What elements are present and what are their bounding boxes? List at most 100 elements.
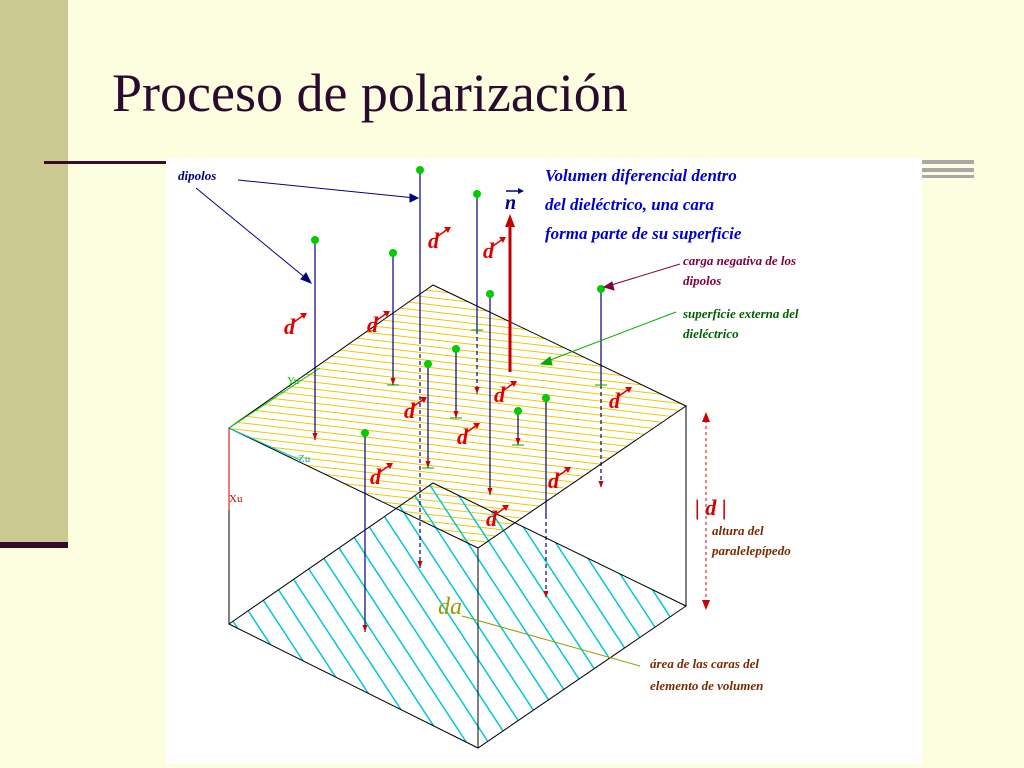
- bottom-hatch-line: [750, 470, 940, 760]
- dipole-moment-symbol: d: [457, 423, 480, 449]
- dipole: [514, 407, 522, 445]
- top-hatch-line: [200, 0, 720, 58]
- dipole-negative-tip: [453, 411, 459, 418]
- polarization-figure-panel: [166, 158, 922, 764]
- height-note-line-1: altura del: [712, 523, 764, 538]
- bottom-hatch-line: [0, 470, 126, 760]
- dipole-symbol-arrowhead: [386, 463, 393, 469]
- dipole-symbol-text: d: [609, 388, 621, 413]
- top-hatch-line: [200, 5, 720, 65]
- dipole-symbol-arrowhead: [420, 397, 427, 403]
- dipole: [424, 360, 432, 468]
- dipole-symbol-text: d: [370, 464, 382, 489]
- dipole: [486, 290, 494, 495]
- area-note-line-2: elemento de volumen: [650, 678, 763, 693]
- top-hatch-line: [200, 96, 720, 156]
- dipole-negative-tip: [487, 488, 493, 495]
- external-surface-note-line-2: dieléctrico: [683, 326, 739, 341]
- dipole-vectors: [311, 166, 607, 632]
- dipole-negative-tip: [417, 561, 423, 568]
- dipole-positive-end: [597, 285, 605, 293]
- top-hatch-line: [229, 382, 686, 444]
- dipole-moment-symbol: d: [486, 505, 509, 531]
- top-hatch-line: [229, 389, 686, 451]
- bottom-hatch-line: [706, 470, 896, 760]
- dipole-symbol-arrowhead: [383, 311, 390, 317]
- top-hatch-line: [200, 61, 720, 121]
- dipole: [542, 394, 550, 598]
- dipole-negative-tip: [390, 378, 396, 385]
- dipole-positive-end: [389, 249, 397, 257]
- dipole-symbol-text: d: [428, 228, 440, 253]
- dipole: [361, 429, 369, 632]
- bottom-hatch-line: [2, 470, 192, 760]
- bottom-hatch-line: [0, 470, 16, 760]
- negative-charge-note-line-2: dipolos: [683, 273, 721, 288]
- y-axis-label: Yu: [287, 375, 300, 387]
- top-hatch-line: [200, 0, 720, 51]
- bottom-hatch-line: [353, 483, 545, 748]
- top-hatch-line: [200, 103, 720, 163]
- top-hatch-line: [200, 0, 720, 44]
- dipole-moment-symbol: d: [404, 397, 427, 423]
- negative-charge-note-line-1: carga negativa de los: [683, 253, 796, 268]
- bottom-hatch-line: [0, 470, 82, 760]
- dipoles-leaders: [195, 179, 420, 284]
- bottom-hatch-line: [0, 470, 170, 760]
- bottom-hatch-line: [229, 483, 237, 748]
- bottom-face-hatching: [0, 470, 1024, 760]
- dipole-symbol-text: d: [284, 314, 296, 339]
- external-surface-note-line-1: superficie externa del: [682, 306, 799, 321]
- z-axis-line: [228, 427, 301, 461]
- right-divider-line-1: [922, 160, 974, 164]
- top-hatch-line: [200, 19, 720, 79]
- dipole-moment-symbol: d: [483, 237, 506, 263]
- top-hatch-line: [200, 110, 720, 170]
- dipole-positive-end: [416, 166, 424, 174]
- bottom-hatch-line: [0, 470, 104, 760]
- external-surface-leader: [539, 311, 677, 366]
- dipole: [597, 285, 605, 488]
- dipole-symbol-arrowhead: [564, 467, 571, 473]
- top-face-outline: [228, 284, 687, 549]
- magnitude-symbol: | d |: [695, 495, 727, 520]
- bottom-hatch-line: [816, 470, 1006, 760]
- dipole-negative-tip: [362, 625, 368, 632]
- top-hatch-line: [229, 285, 686, 297]
- area-note-line-1: área de las caras del: [650, 656, 759, 671]
- dipole-moment-symbol: d: [609, 387, 632, 413]
- dipole-symbol-arrowhead: [300, 313, 307, 319]
- negative-charge-leader: [602, 263, 681, 291]
- bottom-hatch-line: [838, 470, 1024, 760]
- dipole-negative-tip: [598, 481, 604, 488]
- bottom-hatch-line: [772, 470, 962, 760]
- top-hatch-line: [200, 26, 720, 86]
- dipole-positive-end: [452, 345, 460, 353]
- dipole: [452, 345, 460, 418]
- dipole-symbol-text: d: [483, 238, 495, 263]
- bottom-hatch-line: [24, 470, 214, 760]
- top-hatch-line: [200, 75, 720, 135]
- top-hatch-line: [200, 82, 720, 142]
- bottom-hatch-line: [661, 483, 686, 748]
- dipole-moment-symbol: d: [367, 311, 390, 337]
- volume-note-line-3: forma parte de su superficie: [545, 224, 742, 243]
- dipole-negative-tip: [543, 591, 549, 598]
- dipole: [311, 236, 319, 440]
- top-hatch-line: [200, 0, 720, 30]
- top-hatch-line: [200, 0, 720, 37]
- slide-title: Proceso de polarización: [112, 63, 628, 123]
- dipole-symbol-text: d: [486, 506, 498, 531]
- dipoles-label: dipolos: [178, 168, 216, 183]
- dipole-symbol-arrowhead: [625, 387, 632, 393]
- z-axis-label: Zu: [298, 453, 311, 465]
- height-marker: [702, 412, 710, 610]
- area-symbol: da: [438, 594, 462, 620]
- top-hatch-line: [200, 47, 720, 107]
- dipole-symbol-arrowhead: [502, 505, 509, 511]
- dipole-positive-end: [311, 236, 319, 244]
- dipole-symbol-text: d: [548, 468, 560, 493]
- right-divider-line-2: [922, 168, 974, 172]
